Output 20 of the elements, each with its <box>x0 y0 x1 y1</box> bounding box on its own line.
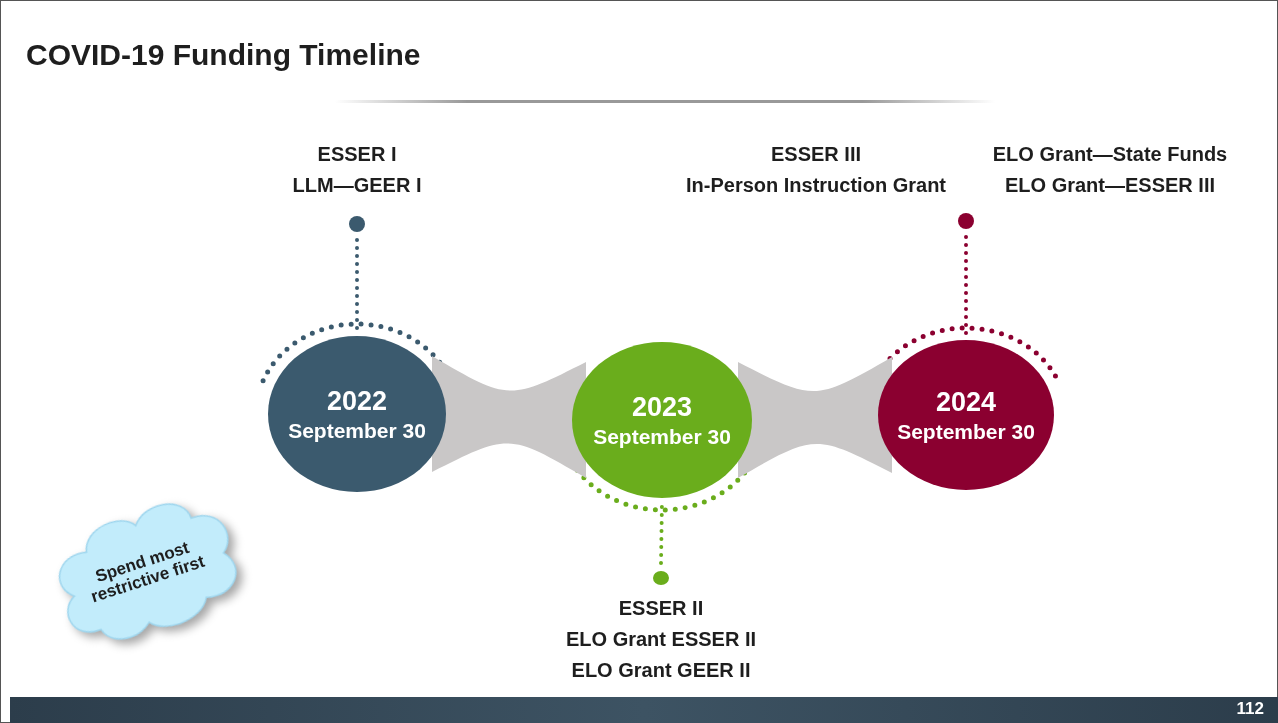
funding-label: LLM—GEER I <box>292 174 422 197</box>
date-text: September 30 <box>897 418 1035 444</box>
slide-title: COVID-19 Funding Timeline <box>26 38 421 72</box>
funding-label: In-Person Instruction Grant <box>686 174 946 197</box>
year-text: 2023 <box>631 391 693 424</box>
year-text: 2024 <box>935 386 997 419</box>
funding-label: ELO Grant—State Funds <box>992 143 1228 166</box>
marker-dot <box>958 213 974 229</box>
date-text: September 30 <box>288 417 426 443</box>
funding-label: ESSER I <box>317 143 397 166</box>
funding-label: ESSER III <box>771 143 861 166</box>
date-text: September 30 <box>593 423 731 449</box>
funding-label: ELO Grant GEER II <box>571 659 751 682</box>
funding-label: ELO Grant—ESSER III <box>1005 174 1215 197</box>
year-text: 2022 <box>326 385 388 418</box>
funding-label: ELO Grant ESSER II <box>566 628 756 651</box>
marker-dot <box>653 571 669 585</box>
page-number: 112 <box>1236 699 1264 719</box>
funding-label: ESSER II <box>618 597 704 620</box>
marker-dot <box>349 216 365 232</box>
